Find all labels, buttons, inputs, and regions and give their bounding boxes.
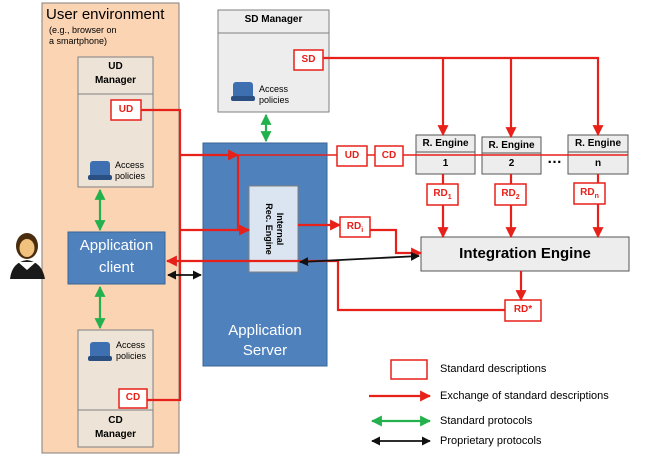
legend-standard-descriptions-label: Standard descriptions bbox=[440, 363, 547, 375]
standard-protocol-arrows bbox=[94, 113, 272, 330]
r-engine-title: R. Engine bbox=[422, 138, 469, 149]
rd-star-label: RD* bbox=[513, 304, 533, 315]
scroll-icon bbox=[88, 342, 112, 361]
cd-policies-label-2: policies bbox=[116, 351, 147, 361]
cd-manager-title-2: Manager bbox=[94, 429, 137, 440]
rec-engine-label: Rec. Engine bbox=[263, 203, 274, 255]
application-server-label: Application bbox=[228, 322, 302, 339]
legend-standard-protocols-label: Standard protocols bbox=[440, 415, 533, 427]
sd-tag-box bbox=[293, 49, 324, 71]
ud-manager-title: UD bbox=[108, 61, 123, 72]
r-engine-title: R. Engine bbox=[574, 138, 622, 149]
ud-policies-label-2: policies bbox=[115, 171, 146, 181]
r-engine-index: n bbox=[594, 158, 602, 169]
proprietary-protocol-arrows bbox=[167, 251, 420, 280]
cd-manager-title: CD bbox=[108, 415, 123, 426]
cd-exchange-tag bbox=[374, 145, 404, 167]
sd-tag-label: SD bbox=[301, 54, 316, 65]
cd-exchange-tag-label: CD bbox=[381, 150, 397, 161]
sd-manager-title: SD Manager bbox=[244, 14, 303, 25]
user-environment-subtitle: (e.g., browser on bbox=[49, 25, 117, 35]
scroll-icon bbox=[88, 161, 112, 180]
cd-policies-label: Access bbox=[116, 340, 146, 350]
user-avatar-icon bbox=[10, 233, 45, 279]
ud-policies-label: Access bbox=[115, 160, 145, 170]
rd-2-label: RD2 bbox=[501, 188, 520, 201]
rd-n-label: RDn bbox=[580, 187, 599, 200]
rd-internal-label: RDi bbox=[346, 221, 364, 234]
application-client-box bbox=[67, 231, 166, 285]
integration-engine-box bbox=[420, 236, 630, 272]
rd-n-box bbox=[573, 182, 606, 205]
scroll-icon bbox=[231, 82, 255, 101]
rd-1-label: RD1 bbox=[433, 188, 452, 201]
user-environment-subtitle-2: a smartphone) bbox=[49, 36, 108, 46]
internal-label: Internal bbox=[274, 212, 285, 246]
integration-engine-label: Integration Engine bbox=[459, 245, 591, 262]
application-client-label: Application bbox=[79, 237, 154, 254]
legend-exchange-label: Exchange of standard descriptions bbox=[440, 390, 609, 402]
application-client-label-2: client bbox=[98, 259, 135, 276]
exchange-lines bbox=[141, 56, 628, 402]
cd-tag-box bbox=[118, 388, 148, 409]
legend-standard-descriptions-swatch bbox=[390, 359, 428, 380]
internal-rec-engine-label: Internal Rec. Engine bbox=[249, 186, 298, 272]
r-engine-index: 1 bbox=[442, 158, 449, 169]
engines-ellipsis: … bbox=[547, 150, 562, 167]
internal-rec-engine-box bbox=[248, 185, 299, 273]
sd-policies-label-2: policies bbox=[259, 95, 290, 105]
legend-proprietary-protocols-label: Proprietary protocols bbox=[440, 435, 542, 447]
ud-manager-title-2: Manager bbox=[94, 75, 137, 86]
application-server-label-2: Server bbox=[242, 342, 288, 359]
r-engine-index: 2 bbox=[508, 158, 515, 169]
sd-policies-label: Access bbox=[259, 84, 289, 94]
ud-exchange-tag bbox=[336, 145, 368, 167]
user-environment-title: User environment bbox=[46, 6, 165, 23]
ud-tag-label: UD bbox=[118, 104, 134, 115]
r-engine-title: R. Engine bbox=[488, 140, 535, 151]
ud-exchange-tag-label: UD bbox=[344, 150, 360, 161]
cd-tag-label: CD bbox=[125, 392, 141, 403]
